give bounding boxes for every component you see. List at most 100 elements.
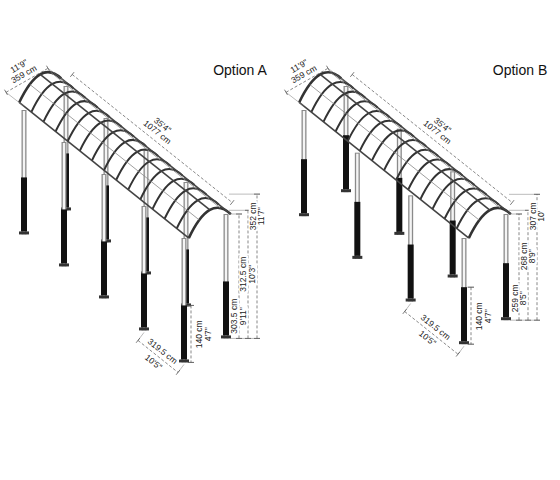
dimension-label: 259 cm xyxy=(510,283,519,313)
extension-line xyxy=(229,214,242,215)
post-face xyxy=(23,111,25,234)
post-face xyxy=(63,143,65,266)
post-footing xyxy=(396,178,402,232)
post-footing xyxy=(343,135,349,189)
dimension-line xyxy=(405,312,458,355)
post-footing xyxy=(408,245,414,299)
dimension-tick xyxy=(327,66,330,71)
dimension-tick xyxy=(236,214,242,215)
dimension-label: 312.5 cm xyxy=(239,256,248,293)
post-footing xyxy=(503,263,509,317)
post-footing xyxy=(61,209,67,263)
dimension-label: 4'7" xyxy=(204,326,213,342)
post xyxy=(355,153,360,259)
dimension-tick xyxy=(516,214,522,215)
post-footing xyxy=(354,202,360,256)
post-face xyxy=(225,215,227,338)
dimension-tick xyxy=(534,320,540,321)
post-face xyxy=(463,239,465,344)
dimension-label: 4'7" xyxy=(484,308,493,324)
extension-line xyxy=(286,92,304,106)
dimension-label: 10'3" xyxy=(248,264,257,285)
base-plate xyxy=(341,189,351,192)
extension-line xyxy=(187,362,194,363)
dimension-tick xyxy=(510,200,514,205)
base-plate xyxy=(59,263,69,266)
post-face xyxy=(103,175,105,298)
dimension-label: 10' xyxy=(537,210,546,223)
dimension-tick xyxy=(245,338,251,339)
dimension-tick xyxy=(176,370,180,375)
post xyxy=(102,174,107,298)
roof-purlin xyxy=(51,72,221,208)
extension-line xyxy=(509,210,531,211)
post-footing xyxy=(450,221,456,275)
roof-purlin xyxy=(310,84,480,220)
post xyxy=(504,214,509,320)
dimension-label: 307 cm xyxy=(528,201,537,231)
post-face xyxy=(409,196,411,301)
dimension-tick xyxy=(456,352,460,357)
dimension-line xyxy=(352,75,512,203)
extension-line xyxy=(229,210,251,211)
dimension-tick xyxy=(403,309,407,314)
base-plate xyxy=(179,359,189,362)
extension-line xyxy=(509,214,522,215)
dimension-tick xyxy=(188,362,194,363)
dimension-tick xyxy=(254,194,260,195)
dimension-tick xyxy=(47,66,50,71)
dimension-tick xyxy=(468,287,474,288)
dimension-label: 140 cm xyxy=(195,319,204,349)
dimension-label: 140 cm xyxy=(475,301,484,331)
extension-line xyxy=(48,68,66,82)
base-plate xyxy=(352,256,362,259)
roof-purlin xyxy=(341,78,511,214)
post xyxy=(302,110,307,216)
dimension-tick xyxy=(534,194,540,195)
post xyxy=(224,214,229,338)
dimension-tick xyxy=(468,344,474,345)
roof-purlin xyxy=(299,102,469,238)
dimension-line xyxy=(471,287,472,344)
post xyxy=(62,142,67,266)
option-title: Option A xyxy=(212,63,268,77)
roof-rib xyxy=(469,208,511,238)
post-footing xyxy=(223,281,229,335)
post xyxy=(22,110,27,234)
base-plate xyxy=(459,341,469,344)
dimension-label: 11'7" xyxy=(257,206,266,226)
base-plate xyxy=(139,327,149,330)
post xyxy=(408,195,413,301)
dimension-label: 8'5" xyxy=(519,290,528,306)
post-face xyxy=(303,111,305,216)
base-plate xyxy=(221,335,231,338)
dimension-line xyxy=(72,75,232,203)
post-footing xyxy=(301,159,307,213)
post-footing xyxy=(101,241,107,295)
roof-purlin xyxy=(320,74,490,210)
extension-line xyxy=(467,344,474,345)
extension-line xyxy=(230,338,260,339)
extension-line xyxy=(510,320,540,321)
dimension-tick xyxy=(188,305,194,306)
roof-purlin xyxy=(30,84,200,220)
roof-rib xyxy=(189,208,231,238)
base-plate xyxy=(99,295,109,298)
extension-line xyxy=(229,194,260,195)
post-face xyxy=(505,215,507,320)
post xyxy=(462,238,467,344)
roof-purlin xyxy=(61,78,231,214)
dimension-tick xyxy=(70,72,74,77)
base-plate xyxy=(299,213,309,216)
dimension-label: 9'11" xyxy=(239,306,248,326)
dimension-tick xyxy=(236,338,242,339)
extension-line xyxy=(509,194,540,195)
dimension-label: 268 cm xyxy=(519,241,528,271)
post-face xyxy=(183,239,185,362)
dimension-line xyxy=(191,305,192,362)
extension-line xyxy=(6,92,24,106)
dimension-tick xyxy=(350,72,354,77)
option-title: Option B xyxy=(492,63,548,77)
